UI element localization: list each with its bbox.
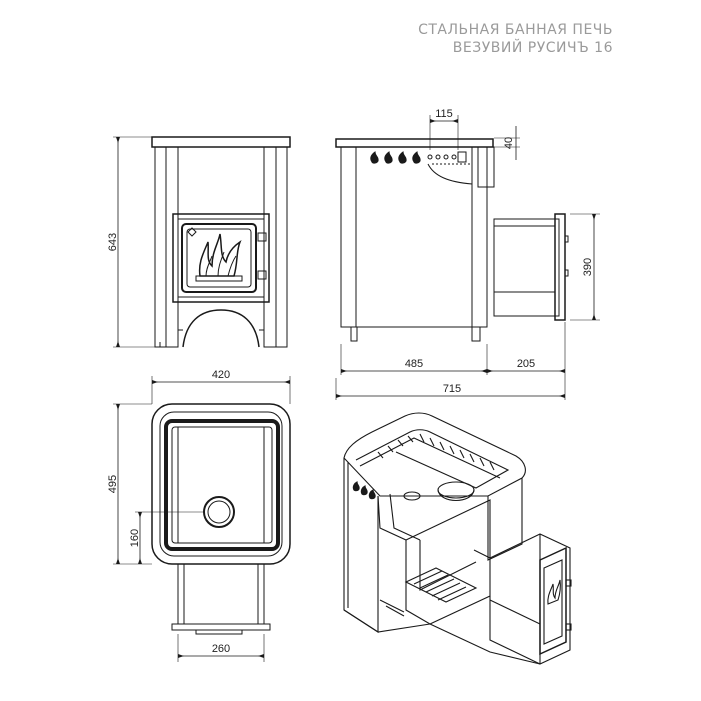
dim-total-length: 715 [443,383,461,395]
dim-side-body-width: 485 [405,358,423,370]
dim-front-height: 643 [107,233,119,251]
side-view [335,115,600,400]
dim-tunnel-width: 260 [212,643,230,655]
title-line-1: СТАЛЬНАЯ БАННАЯ ПЕЧЬ [418,22,613,38]
front-view [113,136,291,348]
plan-view [113,376,291,662]
dim-side-top-offset: 115 [435,108,453,120]
dim-tunnel-length: 205 [517,358,535,370]
dim-plan-depth: 495 [107,475,119,493]
dim-side-top-height: 40 [503,137,515,149]
title-line-2: ВЕЗУВИЙ РУСИЧЪ 16 [452,40,613,56]
dim-plan-offset: 160 [129,529,141,547]
dim-plan-width: 420 [212,369,230,381]
dim-tunnel-height: 390 [582,258,594,276]
isometric-cutaway [343,412,572,665]
